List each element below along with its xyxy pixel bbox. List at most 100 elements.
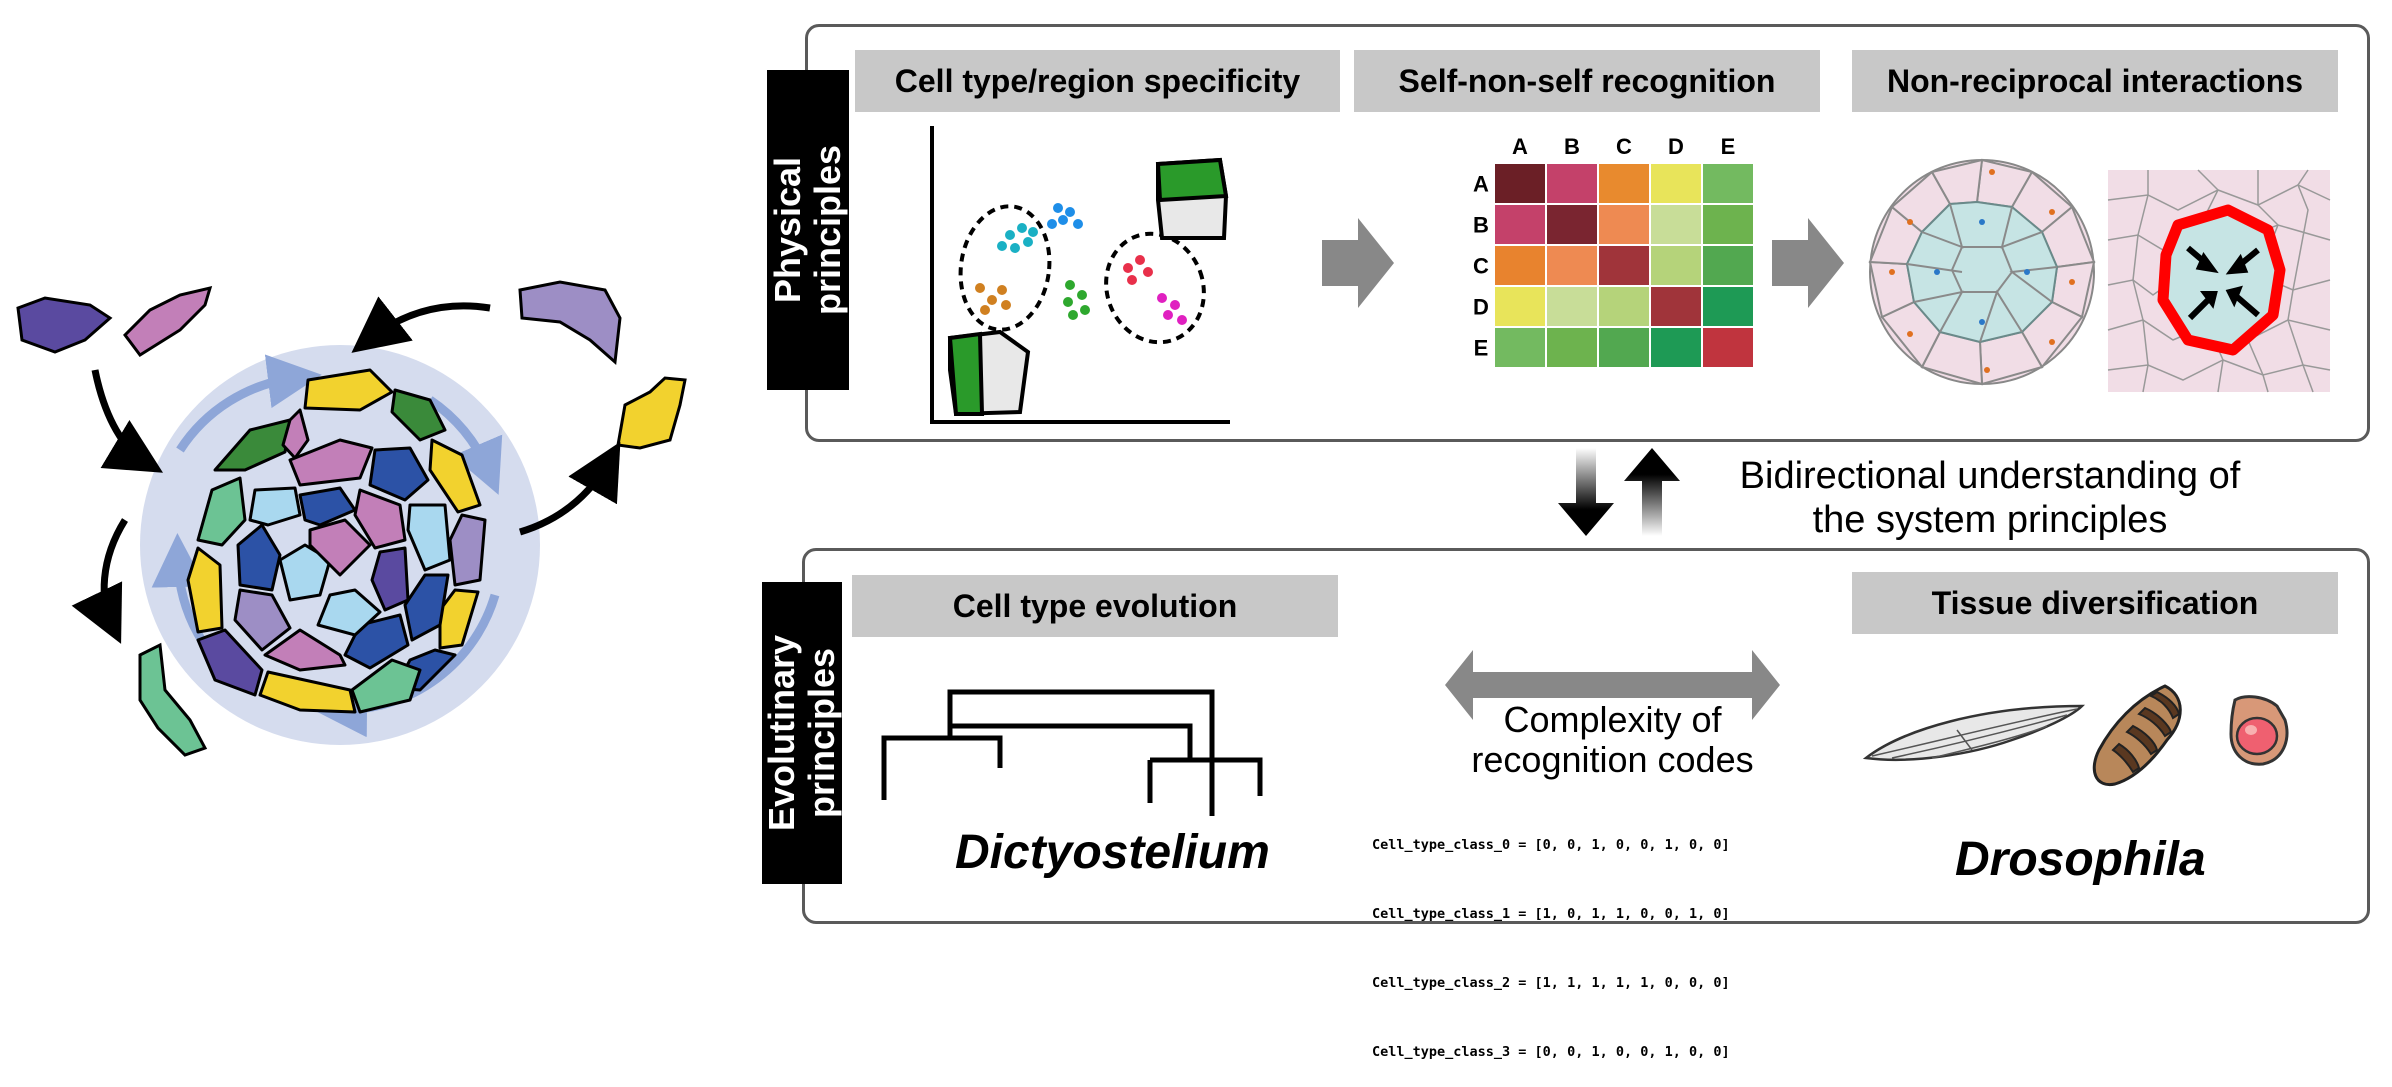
cell xyxy=(448,513,487,587)
matrix-cell xyxy=(1495,246,1545,285)
floating-cell xyxy=(16,296,113,354)
code-line: Cell_type_class_3 = [0, 0, 1, 0, 0, 1, 0… xyxy=(1372,1044,1730,1060)
matrix-cell xyxy=(1547,328,1597,367)
code-line: Cell_type_class_0 = [0, 0, 1, 0, 0, 1, 0… xyxy=(1372,837,1730,853)
cell xyxy=(258,670,357,714)
process-arrow xyxy=(1772,218,1844,308)
cell xyxy=(303,368,394,412)
matrix-row-label: A xyxy=(1473,172,1489,197)
matrix-cell xyxy=(1547,164,1597,203)
matrix-cell xyxy=(1703,287,1753,326)
cell xyxy=(368,446,430,502)
header-cell-type-specificity: Cell type/region specificity xyxy=(855,50,1340,112)
floating-cell xyxy=(616,376,687,450)
cell xyxy=(428,438,482,514)
bidirectional-line2: the system principles xyxy=(1812,499,2168,541)
header-self-nonself: Self-non-self recognition xyxy=(1354,50,1820,112)
migration-arrow xyxy=(91,369,164,473)
cell xyxy=(353,488,407,550)
matrix-cell xyxy=(1547,246,1597,285)
cell xyxy=(263,628,347,672)
cell xyxy=(288,438,374,487)
cell xyxy=(370,546,410,612)
recognition-code-block: Cell_type_class_0 = [0, 0, 1, 0, 0, 1, 0… xyxy=(1372,788,1730,1087)
cell xyxy=(390,388,447,442)
floating-cell xyxy=(518,280,622,366)
matrix-cell xyxy=(1703,246,1753,285)
complexity-caption: Complexity of recognition codes xyxy=(1440,700,1785,780)
up-arrow xyxy=(1624,448,1680,536)
matrix-cell xyxy=(1599,205,1649,244)
matrix-cell xyxy=(1651,205,1701,244)
migration-arrow xyxy=(351,296,491,353)
matrix-cell xyxy=(1495,287,1545,326)
bidirectional-caption: Bidirectional understanding of the syste… xyxy=(1700,454,2280,542)
matrix-cell xyxy=(1599,328,1649,367)
matrix-cell xyxy=(1547,205,1597,244)
matrix-row-label: D xyxy=(1473,295,1489,320)
matrix-row-label: B xyxy=(1473,213,1489,238)
fly-abdomen-illustration xyxy=(2092,684,2182,787)
down-arrow xyxy=(1558,448,1614,536)
complexity-line2: recognition codes xyxy=(1471,739,1754,780)
fly-wing-illustration xyxy=(1862,704,2086,761)
code-line: Cell_type_class_2 = [1, 1, 1, 1, 1, 0, 0… xyxy=(1372,975,1730,991)
drosophila-label: Drosophila xyxy=(1955,833,2206,886)
process-arrow xyxy=(1322,218,1394,308)
migration-arrow xyxy=(518,441,621,536)
matrix-col-label: B xyxy=(1564,134,1580,159)
specificity-scatter xyxy=(930,126,1230,424)
matrix-row-label: E xyxy=(1474,336,1489,361)
matrix-cell xyxy=(1703,205,1753,244)
matrix-cell xyxy=(1703,164,1753,203)
cell xyxy=(298,486,357,527)
phylogenetic-tree xyxy=(881,689,1263,816)
matrix-col-label: A xyxy=(1512,134,1528,159)
matrix-cell xyxy=(1651,287,1701,326)
matrix-cell xyxy=(1599,287,1649,326)
matrix-col-label: D xyxy=(1668,134,1684,159)
cell xyxy=(308,518,372,577)
migration-arrow xyxy=(71,518,128,644)
matrix-cell xyxy=(1599,164,1649,203)
matrix-cell xyxy=(1495,205,1545,244)
rotation-arrow xyxy=(427,396,503,495)
cell xyxy=(248,486,302,527)
cell xyxy=(213,418,292,472)
cell xyxy=(281,408,310,460)
matrix-col-label: C xyxy=(1616,134,1632,159)
matrix-col-label: E xyxy=(1721,134,1736,159)
floating-cell xyxy=(123,285,213,358)
cell xyxy=(196,476,247,547)
matrix-cell xyxy=(1495,164,1545,203)
cell xyxy=(316,588,382,637)
code-line: Cell_type_class_1 = [1, 0, 1, 1, 0, 0, 1… xyxy=(1372,906,1730,922)
rosette-illustration xyxy=(1868,158,2096,386)
header-tissue-diversification: Tissue diversification xyxy=(1852,572,2338,634)
matrix-cell xyxy=(1651,328,1701,367)
cell xyxy=(278,543,332,602)
cell xyxy=(233,588,292,652)
boundary-tissue-illustration xyxy=(2107,169,2331,393)
complexity-double-arrow xyxy=(1445,650,1780,720)
bidirectional-line1: Bidirectional understanding of xyxy=(1739,455,2241,497)
rotation-arrow xyxy=(176,354,322,453)
header-nonreciprocal: Non-reciprocal interactions xyxy=(1852,50,2338,112)
matrix-cell xyxy=(1547,287,1597,326)
matrix-row-label: C xyxy=(1473,254,1489,279)
matrix-cell xyxy=(1651,246,1701,285)
cell xyxy=(186,546,224,634)
complexity-line1: Complexity of xyxy=(1503,699,1722,740)
matrix-cell xyxy=(1495,328,1545,367)
cell-aggregate-illustration xyxy=(16,280,687,757)
cell xyxy=(236,523,282,592)
header-cell-type-evolution: Cell type evolution xyxy=(852,575,1338,637)
cell xyxy=(350,658,422,714)
fly-eye-illustration xyxy=(2229,695,2289,766)
matrix-cell xyxy=(1703,328,1753,367)
